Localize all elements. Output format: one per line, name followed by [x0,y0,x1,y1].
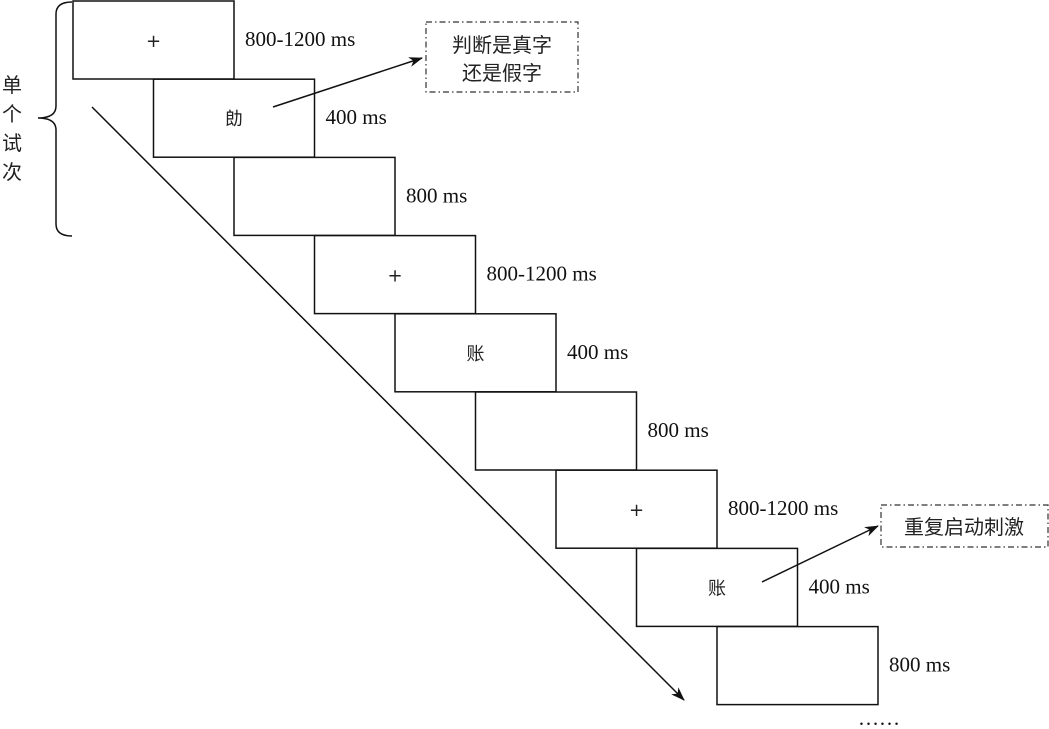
frame-5: 账 400 ms [394,313,628,393]
frame-3: 800 ms [233,156,467,237]
svg-text:次: 次 [2,160,22,184]
frame-1: +800-1200 ms [72,0,355,80]
frame-box [635,547,799,628]
frame-duration: 800 ms [406,183,467,207]
repeat-callout-box [880,504,1049,548]
frames-sequence: +800-1200 ms 勆 400 ms 800 ms +800-1200 ms 账 40… [72,0,950,706]
frame-stimulus: 账 [467,344,485,365]
frame-duration: 400 ms [326,105,387,129]
frame-stimulus: + [146,31,161,52]
trial-label: 单 个 试 次 [2,73,22,184]
judge-callout-line2: 还是假字 [462,61,542,85]
frame-duration: 800-1200 ms [487,262,597,286]
trial-brace [37,1,73,237]
frame-2: 勆 400 ms [152,78,387,158]
frame-duration: 800-1200 ms [245,27,355,51]
frame-duration: 400 ms [567,340,628,364]
svg-text:试: 试 [2,131,22,155]
frame-4: +800-1200 ms [313,234,597,315]
svg-text:单: 单 [2,73,22,97]
svg-text:个: 个 [2,102,22,126]
time-arrow [91,106,685,701]
frame-9: 800 ms [716,625,950,706]
frame-box [313,234,477,315]
frame-box [716,625,879,706]
frame-box [152,78,316,158]
repeat-callout-arrow [761,525,879,583]
frame-duration: 800-1200 ms [728,496,838,520]
frame-duration: 800 ms [889,653,950,677]
frame-8: 账 400 ms [635,547,870,628]
frame-stimulus: + [629,500,644,521]
frame-duration: 400 ms [809,574,870,598]
repeat-callout-text: 重复启动刺激 [904,515,1024,539]
ellipsis: …… [858,706,900,729]
judge-callout-arrow [272,57,423,108]
frame-box [394,313,557,393]
frame-box [72,0,235,80]
frame-7: +800-1200 ms [555,469,838,549]
frame-stimulus: + [387,266,402,287]
judge-callout-line1: 判断是真字 [452,33,552,57]
frame-6: 800 ms [474,391,709,471]
judge-callout-box [425,21,579,93]
frame-duration: 800 ms [648,418,709,442]
frame-box [233,156,396,237]
frame-stimulus: 勆 [225,109,243,130]
frame-stimulus: 账 [708,578,726,599]
frame-box [474,391,638,471]
